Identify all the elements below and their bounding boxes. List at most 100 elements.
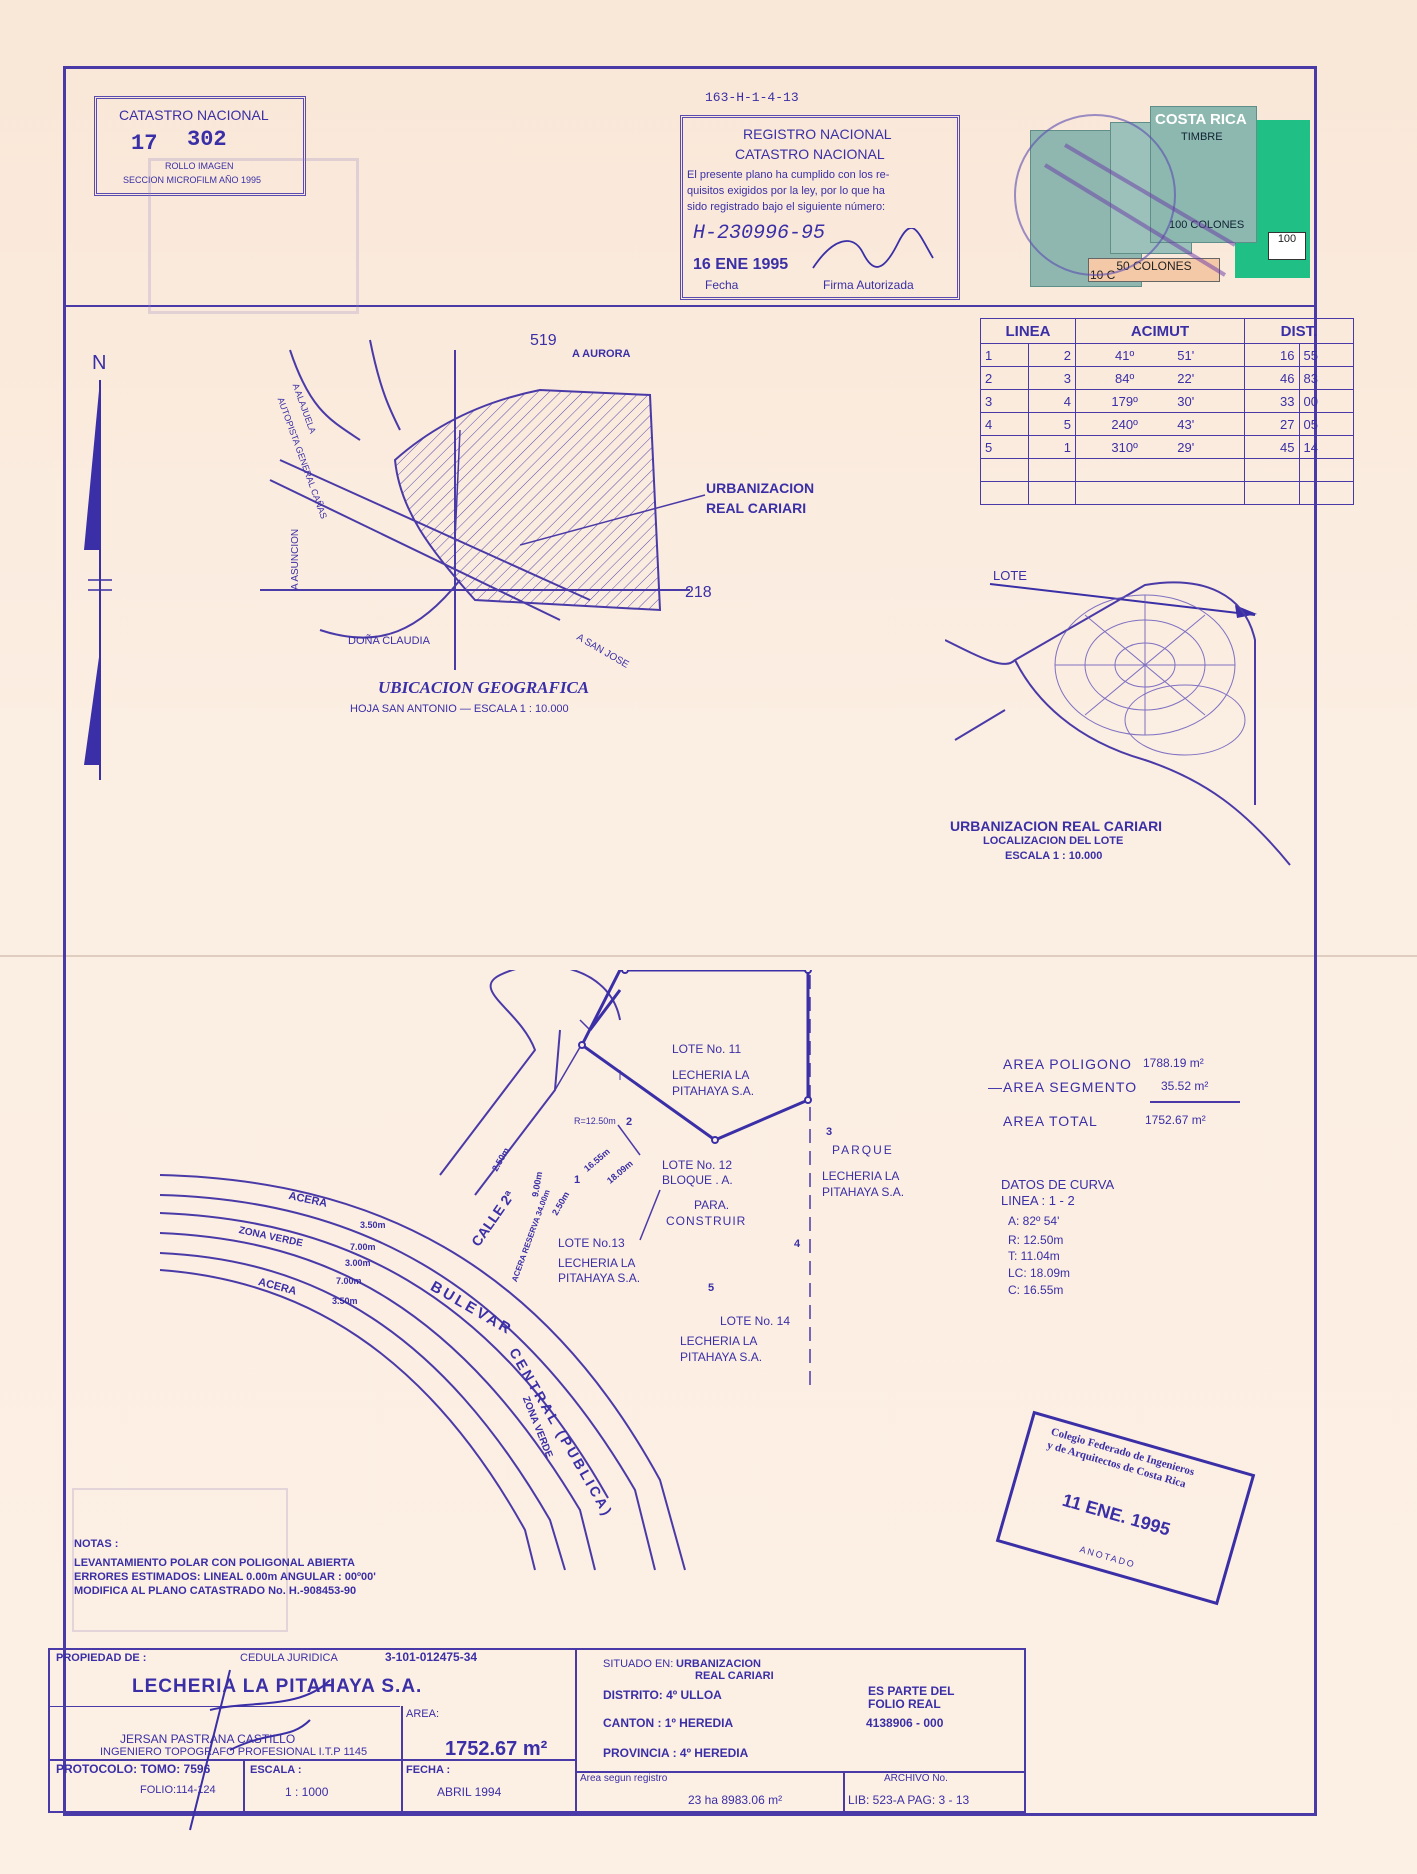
table-row — [980, 458, 1354, 482]
registro-number: H-230996-95 — [693, 222, 826, 245]
urbanizacion-label1: URBANIZACION — [706, 480, 815, 496]
escala-divider — [243, 1759, 245, 1811]
localizacion-line2: LOCALIZACION DEL LOTE — [983, 835, 1124, 847]
lote11-owner2: PITAHAYA S.A. — [672, 1084, 755, 1098]
registro-nacional-stamp: REGISTRO NACIONAL CATASTRO NACIONAL El p… — [680, 115, 960, 300]
urbanizacion-label2: REAL CARIARI — [706, 500, 807, 516]
curva-c: C: 16.55m — [1008, 1283, 1064, 1297]
area-value: 1752.67 m² — [445, 1738, 548, 1760]
faded-zona-catastral-stamp — [72, 1488, 288, 1632]
north-arrow-icon — [84, 380, 112, 780]
fold-crease — [0, 955, 1417, 957]
archivo-label: ARCHIVO No. — [884, 1773, 948, 1784]
colegio-anotado: ANOTADO — [1078, 1544, 1137, 1570]
label-dona-claudia: DOÑA CLAUDIA — [348, 635, 430, 647]
col-linea: LINEA — [980, 318, 1076, 344]
label-aurora: A AURORA — [572, 348, 631, 360]
col-dist: DIST. — [1244, 318, 1354, 344]
m350-label-b: 3.50m — [332, 1296, 358, 1306]
plan-border — [63, 66, 1317, 1816]
coord-right: 218 — [685, 584, 712, 601]
catastro-nacional-stamp: CATASTRO NACIONAL 17 302 ROLLO IMAGEN SE… — [94, 96, 306, 196]
ubicacion-title: UBICACION GEOGRAFICA — [378, 678, 590, 697]
lote14-line1: LOTE No. 14 — [720, 1314, 791, 1328]
north-label: N — [92, 352, 107, 374]
registro-title2: CATASTRO NACIONAL — [735, 146, 885, 162]
lote-label: LOTE — [993, 568, 1027, 583]
lote13-line1: LOTE No.13 — [558, 1236, 625, 1250]
area-registro-label: Area segun registro — [580, 1773, 668, 1784]
curva-a: A: 82º 54' — [1008, 1214, 1060, 1228]
escala-value: 1 : 1000 — [285, 1785, 329, 1799]
parque-owner1: LECHERIA LA — [822, 1169, 900, 1183]
point-3: 3 — [826, 1126, 833, 1138]
registro-fecha-label: Fecha — [705, 278, 739, 292]
fecha-label: FECHA : — [406, 1764, 451, 1776]
faded-recibido-stamp — [148, 158, 359, 314]
fecha-value: ABRIL 1994 — [437, 1785, 502, 1799]
catastro-title: CATASTRO NACIONAL — [119, 107, 269, 123]
catastro-number-b: 302 — [187, 127, 227, 152]
notas-line3: MODIFICA AL PLANO CATASTRADO No. H.-9084… — [74, 1585, 357, 1597]
area-segmento-label: —AREA SEGMENTO — [988, 1079, 1138, 1095]
coord-top: 519 — [530, 332, 557, 349]
area-poligono-value: 1788.19 m² — [1143, 1056, 1204, 1070]
folio-real: 4138906 - 000 — [866, 1716, 944, 1730]
cancellation-marks — [1014, 114, 1237, 277]
stamp-timbre: TIMBRE — [1181, 131, 1223, 143]
lote14-line2: LECHERIA LA — [680, 1334, 758, 1348]
situado-label: SITUADO EN: — [603, 1658, 674, 1670]
label-asuncion: A ASUNCION — [290, 528, 301, 590]
canton: CANTON : 1º HEREDIA — [603, 1716, 734, 1730]
stamp-100-small: 100 — [1268, 232, 1306, 260]
catastro-line1: ROLLO IMAGEN — [165, 161, 234, 171]
engineer-name: JERSAN PASTRANA CASTILLO — [120, 1732, 296, 1746]
area-label: AREA: — [406, 1708, 440, 1720]
title-block — [48, 1648, 1026, 1813]
area-total-value: 1752.67 m² — [1145, 1113, 1206, 1127]
notas-line2: ERRORES ESTIMADOS: LINEAL 0.00m ANGULAR … — [74, 1571, 376, 1583]
escala-label: ESCALA : — [250, 1764, 302, 1776]
signature-mark — [812, 228, 934, 269]
area-total-label: AREA TOTAL — [1003, 1113, 1098, 1129]
situado-line2: REAL CARIARI — [695, 1670, 774, 1682]
engineer-signature — [189, 1669, 331, 1831]
registro-body2: quisitos exigidos por la ley, por lo que… — [687, 185, 885, 197]
lote12-line1: LOTE No. 12 — [662, 1158, 733, 1172]
area-divider — [401, 1706, 403, 1811]
cedula-value: 3-101-012475-34 — [385, 1650, 478, 1664]
urbanizacion-leader — [520, 494, 706, 546]
archivo-value: LIB: 523-A PAG: 3 - 13 — [848, 1793, 970, 1807]
lote12-line2: BLOQUE . A. — [662, 1173, 733, 1187]
lote14-line3: PITAHAYA S.A. — [680, 1350, 763, 1364]
situado-line1: URBANIZACION — [676, 1658, 761, 1670]
registro-body3: sido registrado bajo el siguiente número… — [687, 201, 886, 213]
notas-title: NOTAS : — [74, 1538, 119, 1550]
propiedad-label: PROPIEDAD DE : — [56, 1652, 147, 1664]
lote11-owner1: LECHERIA LA — [672, 1068, 750, 1082]
colegio-date: 11 ENE. 1995 — [1060, 1489, 1173, 1540]
title-block-divider — [575, 1650, 577, 1811]
stamp-50-colones: 50 COLONES — [1088, 258, 1220, 282]
m300-label: 3.00m — [345, 1258, 371, 1268]
point-4: 4 — [794, 1238, 801, 1250]
point-2: 2 — [626, 1116, 633, 1128]
table-row — [980, 481, 1354, 505]
stamp-100-colones: 100 COLONES — [1169, 219, 1245, 231]
lot-plan-drawing — [159, 970, 811, 1571]
m700-label-a: 7.00m — [350, 1242, 376, 1252]
catastro-line2: SECCION MICROFILM AÑO 1995 — [123, 175, 262, 185]
m350-label-a: 3.50m — [360, 1220, 386, 1230]
lote12-line4: CONSTRUIR — [666, 1214, 747, 1228]
lot-polygon — [578, 970, 812, 1241]
col-acimut: ACIMUT — [1075, 318, 1245, 344]
curva-t: T: 11.04m — [1008, 1249, 1060, 1263]
lote13-line2: LECHERIA LA — [558, 1256, 636, 1270]
registro-date: 16 ENE 1995 — [693, 256, 789, 273]
